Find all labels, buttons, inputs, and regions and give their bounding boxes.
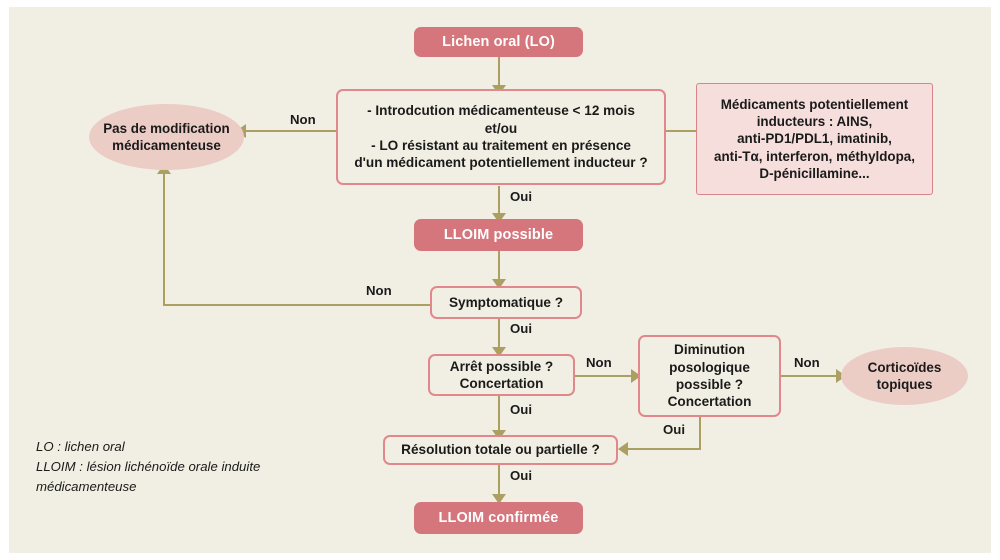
- legend-abbreviations: LO : lichen oral LLOIM : lésion lichénoï…: [36, 439, 261, 494]
- edge-decision-to-druglist: [665, 130, 697, 133]
- node-symptomatic[interactable]: Symptomatique ?: [430, 286, 582, 319]
- arrowhead-dose-yes: [618, 442, 628, 456]
- node-decision-main[interactable]: - Introdcution médicamenteuse < 12 mois …: [336, 89, 666, 185]
- node-no-change-label: Pas de modification médicamenteuse: [103, 120, 230, 153]
- edge-label-symptomatic-yes: Oui: [510, 321, 532, 336]
- arrowhead-resolution-yes: [492, 494, 506, 504]
- edge-decision-to-lloim: [498, 186, 501, 220]
- arrowhead-lloim-to-symptomatic: [492, 279, 506, 289]
- flowchart-panel: Non Oui Non Oui Non Oui Non Oui Oui Lich…: [9, 7, 991, 553]
- node-drug-list[interactable]: Médicaments potentiellement inducteurs :…: [696, 83, 933, 195]
- node-drug-list-label: Médicaments potentiellement inducteurs :…: [714, 97, 915, 181]
- node-topical-cortico[interactable]: Corticoïdes topiques: [841, 347, 968, 405]
- edge-label-decision-no: Non: [290, 112, 316, 127]
- node-dose-reduction-label: Diminution posologique possible ? Concer…: [667, 342, 752, 410]
- edge-stop-yes: [498, 395, 501, 437]
- edge-symptomatic-no-vertical: [163, 172, 166, 306]
- node-stop-possible-label: Arrêt possible ? Concertation: [449, 358, 554, 391]
- edge-label-stop-no: Non: [586, 355, 612, 370]
- node-decision-main-label: - Introdcution médicamenteuse < 12 mois …: [354, 103, 648, 171]
- node-resolution[interactable]: Résolution totale ou partielle ?: [383, 435, 618, 465]
- edge-dose-yes-vertical: [699, 417, 702, 450]
- edge-dose-no: [780, 375, 842, 378]
- node-start[interactable]: Lichen oral (LO): [414, 27, 583, 57]
- arrowhead-decision-to-lloim: [492, 213, 506, 223]
- node-stop-possible[interactable]: Arrêt possible ? Concertation: [428, 354, 575, 396]
- node-dose-reduction[interactable]: Diminution posologique possible ? Concer…: [638, 335, 781, 417]
- edge-dose-yes-horizontal: [625, 448, 701, 451]
- node-start-label: Lichen oral (LO): [442, 33, 555, 50]
- node-lloim-confirmed-label: LLOIM confirmée: [438, 509, 559, 526]
- edge-symptomatic-to-stop: [498, 319, 501, 355]
- node-topical-cortico-label: Corticoïdes topiques: [867, 359, 942, 392]
- edge-start-to-decision: [498, 55, 501, 89]
- node-resolution-label: Résolution totale ou partielle ?: [401, 442, 600, 458]
- edge-label-dose-yes: Oui: [663, 422, 685, 437]
- edge-decision-to-nochange: [243, 130, 343, 133]
- arrowhead-symptomatic-to-stop: [492, 347, 506, 357]
- edge-label-symptomatic-no: Non: [366, 283, 392, 298]
- node-no-change[interactable]: Pas de modification médicamenteuse: [89, 104, 244, 170]
- node-lloim-possible-label: LLOIM possible: [443, 226, 554, 243]
- edge-lloim-to-symptomatic: [498, 250, 501, 287]
- node-lloim-confirmed[interactable]: LLOIM confirmée: [414, 502, 583, 534]
- edge-label-resolution-yes: Oui: [510, 468, 532, 483]
- arrowhead-stop-no: [631, 369, 641, 383]
- edge-label-decision-yes: Oui: [510, 189, 532, 204]
- edge-label-stop-yes: Oui: [510, 402, 532, 417]
- node-lloim-possible[interactable]: LLOIM possible: [414, 219, 583, 251]
- edge-resolution-yes: [498, 463, 501, 502]
- node-symptomatic-label: Symptomatique ?: [448, 294, 564, 310]
- edge-symptomatic-no-horizontal: [163, 304, 439, 307]
- edge-stop-no: [574, 375, 638, 378]
- edge-label-dose-no: Non: [794, 355, 820, 370]
